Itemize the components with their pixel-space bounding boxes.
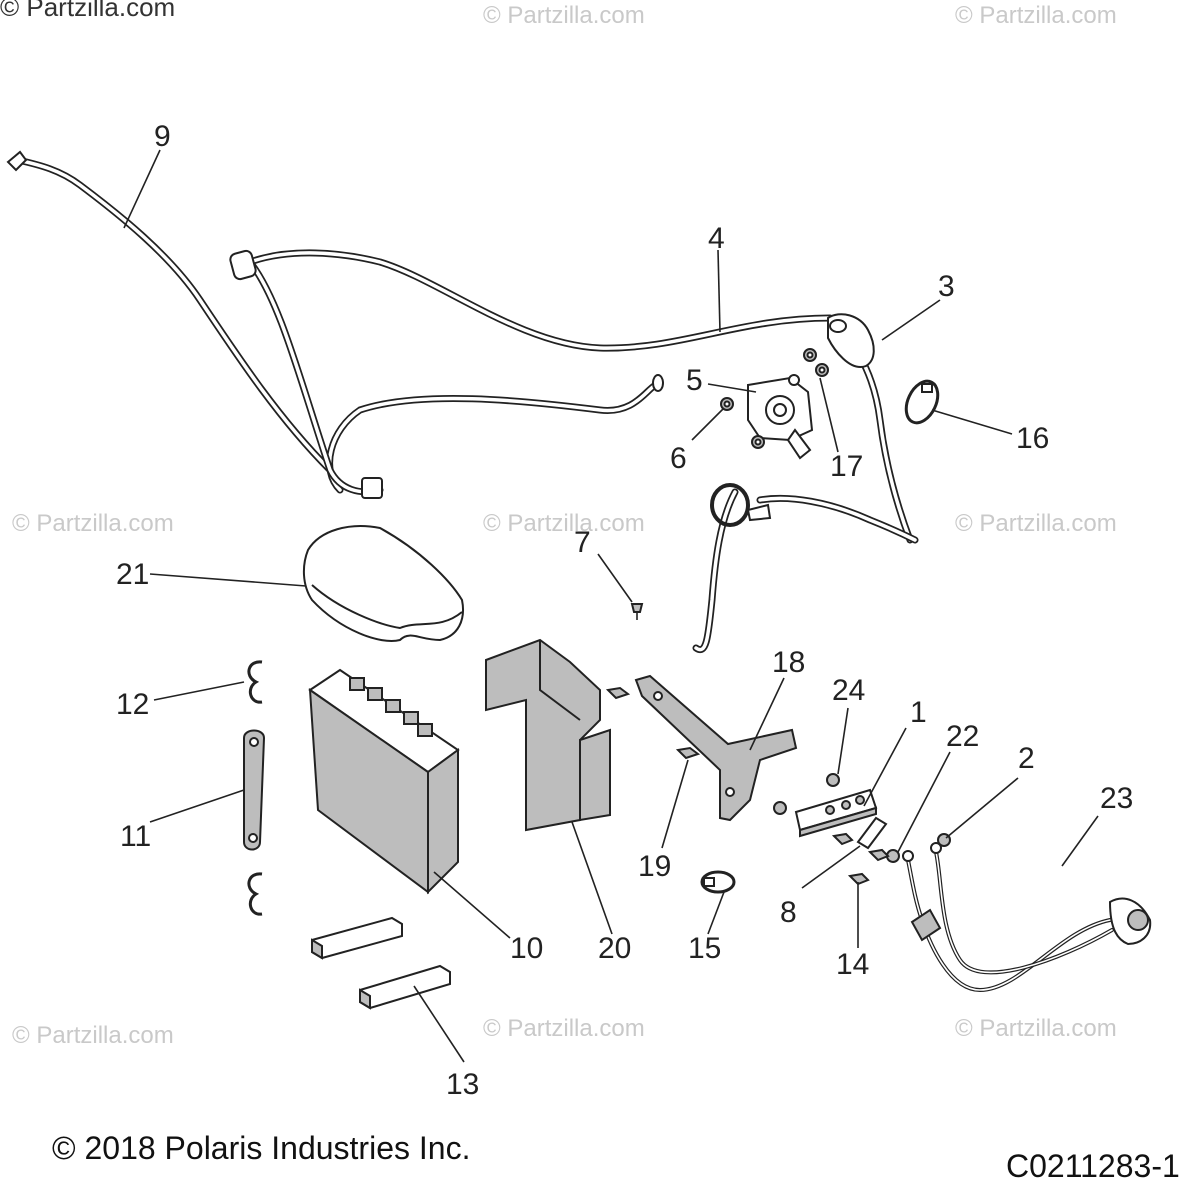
part-19-screw[interactable]	[605, 686, 701, 760]
leader-lines	[123, 149, 1099, 1063]
part-10-battery[interactable]	[308, 668, 460, 895]
diagram-id: C0211283-1	[1006, 1148, 1180, 1184]
part-11-strap[interactable]	[243, 729, 266, 851]
part-6-nut[interactable]	[720, 397, 765, 449]
callout-9: 9	[154, 120, 171, 153]
watermark: © Partzilla.com	[483, 2, 645, 29]
part-3-harness-loop[interactable]	[692, 483, 919, 654]
copyright-text: © 2018 Polaris Industries Inc.	[52, 1130, 471, 1166]
callout-18: 18	[772, 646, 805, 679]
part-7-screw[interactable]	[630, 603, 644, 620]
watermark: © Partzilla.com	[955, 1015, 1117, 1042]
watermark: © Partzilla.com	[955, 2, 1117, 29]
part-12-clip[interactable]	[247, 660, 263, 916]
callout-24: 24	[832, 674, 865, 707]
callout-20: 20	[598, 932, 631, 965]
callout-6: 6	[670, 442, 687, 475]
callout-13: 13	[446, 1068, 479, 1101]
watermark: © Partzilla.com	[12, 510, 174, 537]
callout-17: 17	[830, 450, 863, 483]
callout-1: 1	[910, 696, 927, 729]
callout-4: 4	[708, 222, 725, 255]
part-18-bracket[interactable]	[634, 674, 798, 822]
part-1-terminal-block[interactable]	[794, 788, 878, 838]
part-5-solenoid[interactable]	[747, 374, 814, 460]
callout-15: 15	[688, 932, 721, 965]
part-21-battery-cover[interactable]	[302, 525, 464, 642]
callout-7: 7	[574, 526, 591, 559]
watermark-top-left: © Partzilla.com	[0, 0, 176, 22]
watermark: © Partzilla.com	[12, 1022, 174, 1049]
callout-5: 5	[686, 364, 703, 397]
callout-10: 10	[510, 932, 543, 965]
callout-8: 8	[780, 896, 797, 929]
callout-19: 19	[638, 850, 671, 883]
watermark: © Partzilla.com	[483, 1015, 645, 1042]
part-3-cable[interactable]	[827, 313, 914, 544]
callout-12: 12	[116, 688, 149, 721]
part-9-cable[interactable]	[6, 150, 334, 474]
watermark: © Partzilla.com	[483, 510, 645, 537]
callout-11: 11	[120, 820, 151, 853]
callout-22: 22	[946, 720, 979, 753]
watermark: © Partzilla.com	[955, 510, 1117, 537]
part-23-harness[interactable]	[902, 842, 1152, 993]
callout-21: 21	[116, 558, 149, 591]
callout-16: 16	[1016, 422, 1049, 455]
callout-23: 23	[1100, 782, 1133, 815]
callout-3: 3	[938, 270, 955, 303]
part-24-nut[interactable]	[773, 773, 840, 815]
part-17-nut[interactable]	[803, 348, 829, 377]
part-13-pad[interactable]	[311, 916, 451, 1010]
callout-labels: 1 2 3 4 5 6 7 8 9 10 11 12 13 14 15 16 1…	[116, 120, 1133, 1101]
part-15-cable-tie[interactable]	[700, 870, 736, 894]
callout-14: 14	[836, 948, 869, 981]
part-20-shield[interactable]	[485, 638, 611, 832]
part-14-screw[interactable]	[831, 832, 890, 886]
callout-2: 2	[1018, 742, 1035, 775]
part-8-strap[interactable]	[856, 816, 888, 850]
part-16-cable-tie[interactable]	[900, 376, 944, 428]
